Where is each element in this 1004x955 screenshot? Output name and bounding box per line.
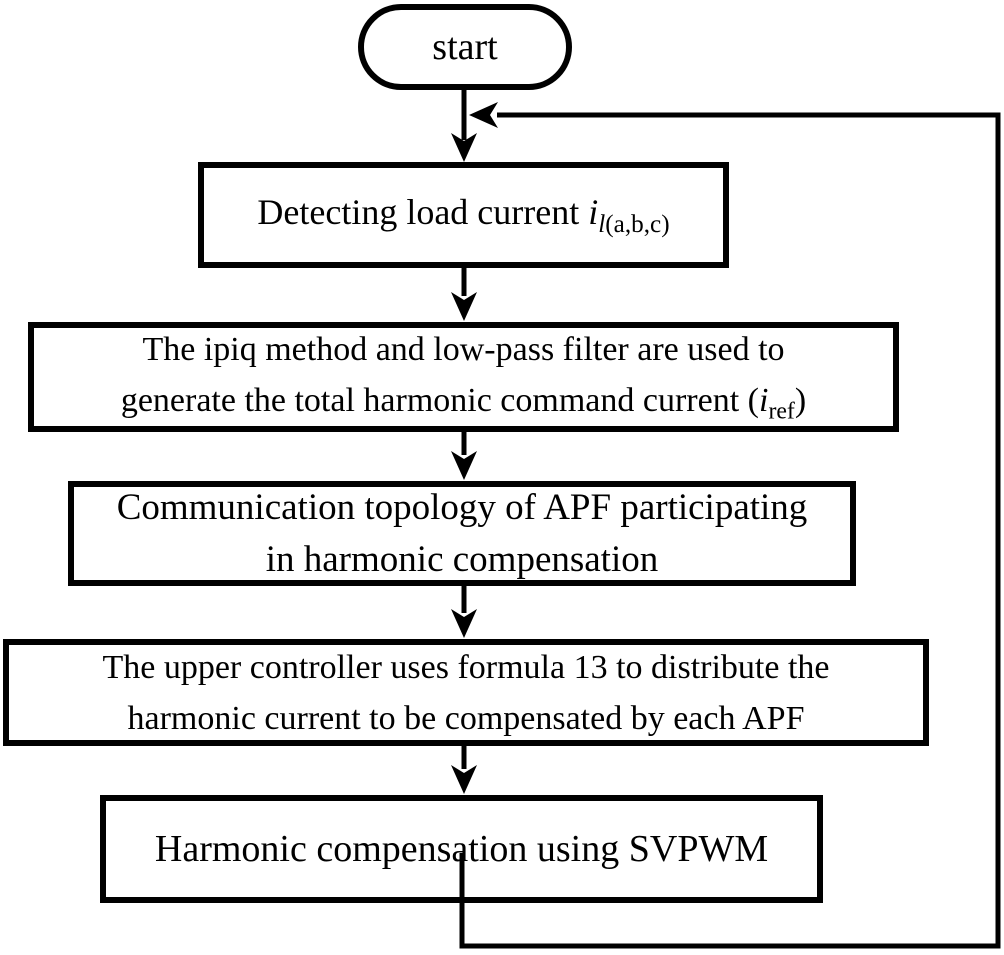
arrow-ipiq-to-topology: [451, 430, 477, 480]
detect-subscript: l(a,b,c): [598, 211, 670, 239]
ipiq-line2: generate the total harmonic command curr…: [120, 381, 807, 425]
distribute-line2: harmonic current to be compensated by ea…: [127, 699, 805, 737]
start-label: start: [432, 26, 498, 68]
topology-line2: in harmonic compensation: [265, 538, 659, 580]
arrow-distribute-to-svpwm: [451, 744, 477, 794]
ipiq-label: The ipiq method and low-pass filter are …: [34, 324, 893, 430]
detect-text: Detecting load current: [257, 191, 589, 232]
process-distribute-harmonic-current: The upper controller uses formula 13 to …: [3, 639, 929, 746]
process-ipiq-method: The ipiq method and low-pass filter are …: [28, 322, 899, 432]
arrow-topology-to-distribute: [451, 584, 477, 638]
topology-label: Communication topology of APF participat…: [74, 482, 850, 584]
process-communication-topology: Communication topology of APF participat…: [68, 481, 856, 586]
arrow-start-to-detect: [451, 86, 477, 162]
detect-var: i: [588, 191, 599, 232]
detect-label: Detecting load current il(a,b,c): [204, 191, 723, 239]
ipiq-subscript: ref: [768, 398, 795, 425]
ipiq-line1: The ipiq method and low-pass filter are …: [142, 330, 785, 368]
process-detect-load-current: Detecting load current il(a,b,c): [198, 162, 729, 268]
arrow-detect-to-ipiq: [451, 266, 477, 321]
process-svpwm-compensation: Harmonic compensation using SVPWM: [100, 795, 823, 903]
distribute-line1: The upper controller uses formula 13 to …: [102, 648, 830, 686]
distribute-label: The upper controller uses formula 13 to …: [9, 642, 923, 744]
topology-line1: Communication topology of APF participat…: [116, 487, 808, 529]
start-node: start: [358, 4, 572, 90]
svpwm-label: Harmonic compensation using SVPWM: [154, 828, 769, 870]
